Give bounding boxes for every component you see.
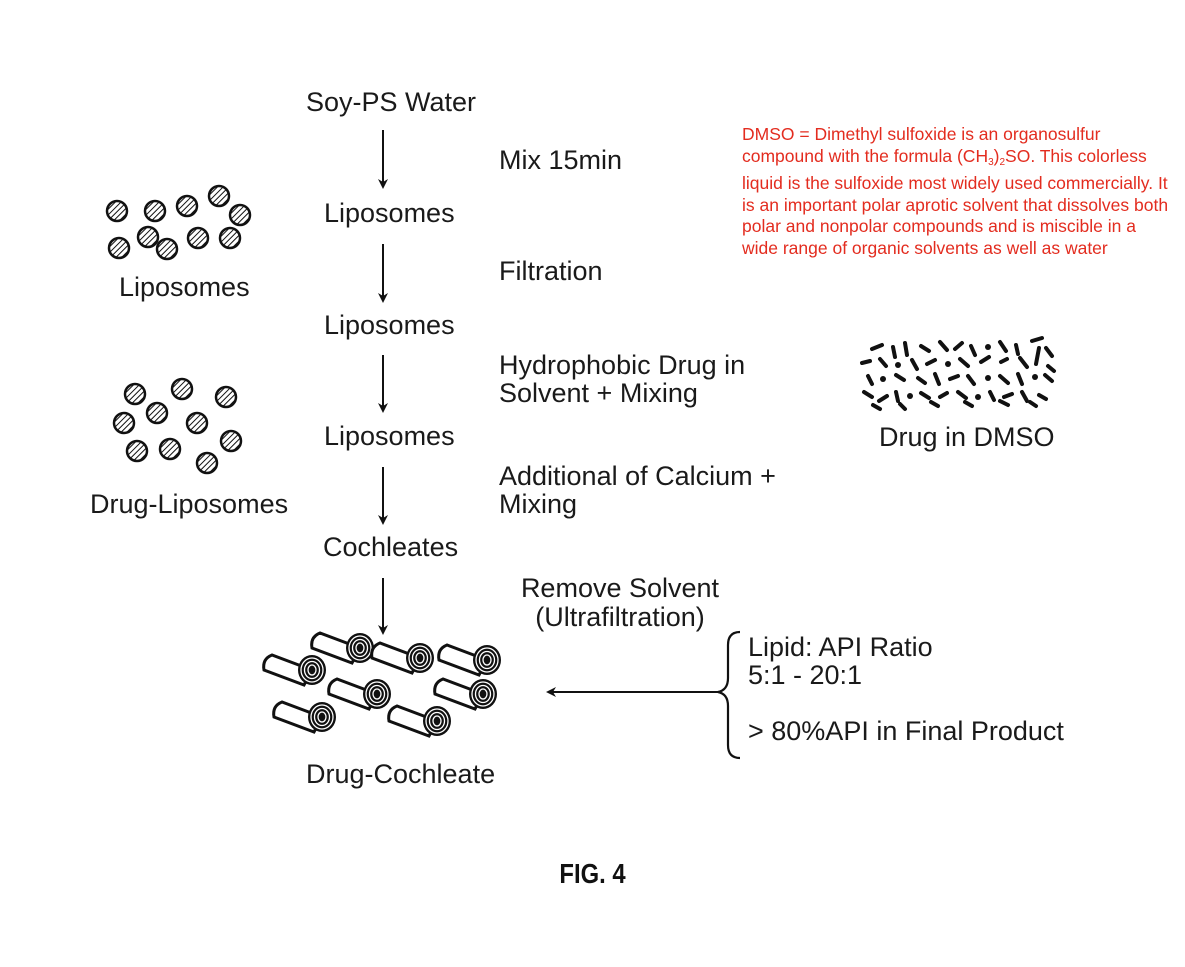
curly-brace [717, 630, 741, 760]
label-drug-in-dmso: Drug in DMSO [879, 422, 1055, 452]
liposome-particle [123, 382, 147, 406]
cochleate-roll [370, 641, 436, 675]
action-hydrophobic-drug-line1: Hydrophobic Drug in [499, 350, 746, 380]
step-liposomes-3: Liposomes [324, 421, 455, 451]
step-liposomes-2: Liposomes [324, 310, 455, 340]
liposome-particle [143, 199, 167, 223]
brace-ratio-range: 5:1 - 20:1 [748, 660, 863, 690]
liposome-particle [186, 226, 210, 250]
liposome-particle [155, 237, 179, 261]
label-drug-cochleate: Drug-Cochleate [306, 759, 496, 789]
brace-lipid-api-ratio: Lipid: API Ratio [748, 632, 933, 662]
cochleate-roll [433, 677, 499, 711]
cochleate-roll [327, 677, 393, 711]
liposome-particle [170, 377, 194, 401]
step-cochleates: Cochleates [323, 532, 459, 562]
liposome-cluster-drug [112, 377, 243, 475]
step-liposomes-1: Liposomes [324, 198, 455, 228]
cochleate-roll [387, 704, 453, 738]
action-calcium-line1: Additional of Calcium + [499, 461, 776, 491]
drug-particles [860, 336, 1056, 411]
action-mix: Mix 15min [499, 145, 623, 175]
brace-api-final-product: > 80%API in Final Product [748, 716, 1064, 746]
liposome-particle [112, 411, 136, 435]
label-drug-liposomes: Drug-Liposomes [90, 489, 289, 519]
label-liposomes: Liposomes [119, 272, 250, 302]
step-soy-ps-water: Soy-PS Water [306, 87, 477, 117]
liposome-particle [207, 184, 231, 208]
liposome-cluster-empty [105, 184, 252, 261]
liposome-particle [105, 199, 129, 223]
liposome-particle [175, 194, 199, 218]
liposome-particle [136, 225, 160, 249]
liposome-particle [158, 437, 182, 461]
cochleate-roll [310, 631, 376, 665]
action-calcium-line2: Mixing [499, 489, 578, 519]
action-filtration: Filtration [499, 256, 603, 286]
dmso-note-sub3: 3 [988, 156, 994, 168]
liposome-particle [195, 451, 219, 475]
cochleate-roll [262, 653, 328, 687]
liposome-particle [107, 236, 131, 260]
liposome-particle [214, 385, 238, 409]
liposome-particle [185, 411, 209, 435]
dmso-note-sub2: 2 [999, 156, 1006, 168]
liposome-particle [145, 401, 169, 425]
action-hydrophobic-drug-line2: Solvent + Mixing [499, 378, 698, 408]
figure-label: FIG. 4 [559, 858, 626, 889]
dmso-note: DMSO = Dimethyl sulfoxide is an organosu… [742, 124, 1172, 259]
remove-solvent-line2: (Ultrafiltration) [535, 602, 705, 632]
cochleate-roll [272, 700, 338, 734]
cochleate-roll [437, 643, 503, 677]
remove-solvent-line1: Remove Solvent [520, 573, 720, 603]
liposome-particle [218, 226, 242, 250]
dmso-note-part2: ) [993, 145, 1000, 166]
liposome-particle [219, 429, 243, 453]
liposome-particle [125, 439, 149, 463]
dmso-note-part1: DMSO = Dimethyl sulfoxide is an organosu… [742, 124, 1101, 166]
dmso-note-part3: SO. This colorless liquid is the sulfoxi… [742, 145, 1169, 258]
cochleate-rolls [262, 631, 503, 738]
liposome-particle [228, 203, 252, 227]
